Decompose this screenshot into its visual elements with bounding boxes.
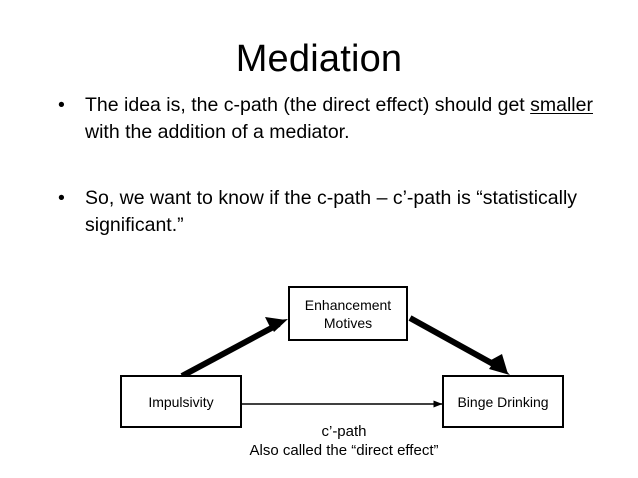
list-item: • So, we want to know if the c-path – c’… [52,185,612,239]
c-prime-path-caption: c’-path Also called the “direct effect” [179,422,509,460]
bullet-1-post: with the addition of a mediator. [85,121,350,143]
bullet-1-pre: The idea is, the c-path (the direct effe… [85,94,531,116]
caption-line-2: Also called the “direct effect” [249,442,439,459]
node-label-line1: Enhancement [304,296,392,313]
list-item-text: So, we want to know if the c-path – c’-p… [85,187,577,236]
node-impulsivity[interactable]: Impulsivity [120,375,242,428]
arrow-b-path [408,315,510,375]
page-title: Mediation [235,38,403,80]
bullet-marker-icon: • [58,94,65,116]
node-label: Impulsivity [148,393,214,410]
node-binge-drinking[interactable]: Binge Drinking [442,375,564,428]
node-label-line2: Motives [323,314,373,331]
list-item: • The idea is, the c-path (the direct ef… [52,92,612,146]
list-item-text: The idea is, the c-path (the direct effe… [85,94,593,143]
bullet-2-text: So, we want to know if the c-path – c’-p… [85,187,578,236]
bullet-list: • The idea is, the c-path (the direct ef… [52,92,612,239]
arrow-a-path [180,317,288,379]
diagram-arrows [180,315,510,408]
bullet-marker-icon: • [58,187,65,209]
bullet-1-underlined: smaller [530,94,593,116]
caption-line-1: c’-path [321,423,367,440]
node-label: Binge Drinking [457,393,549,410]
